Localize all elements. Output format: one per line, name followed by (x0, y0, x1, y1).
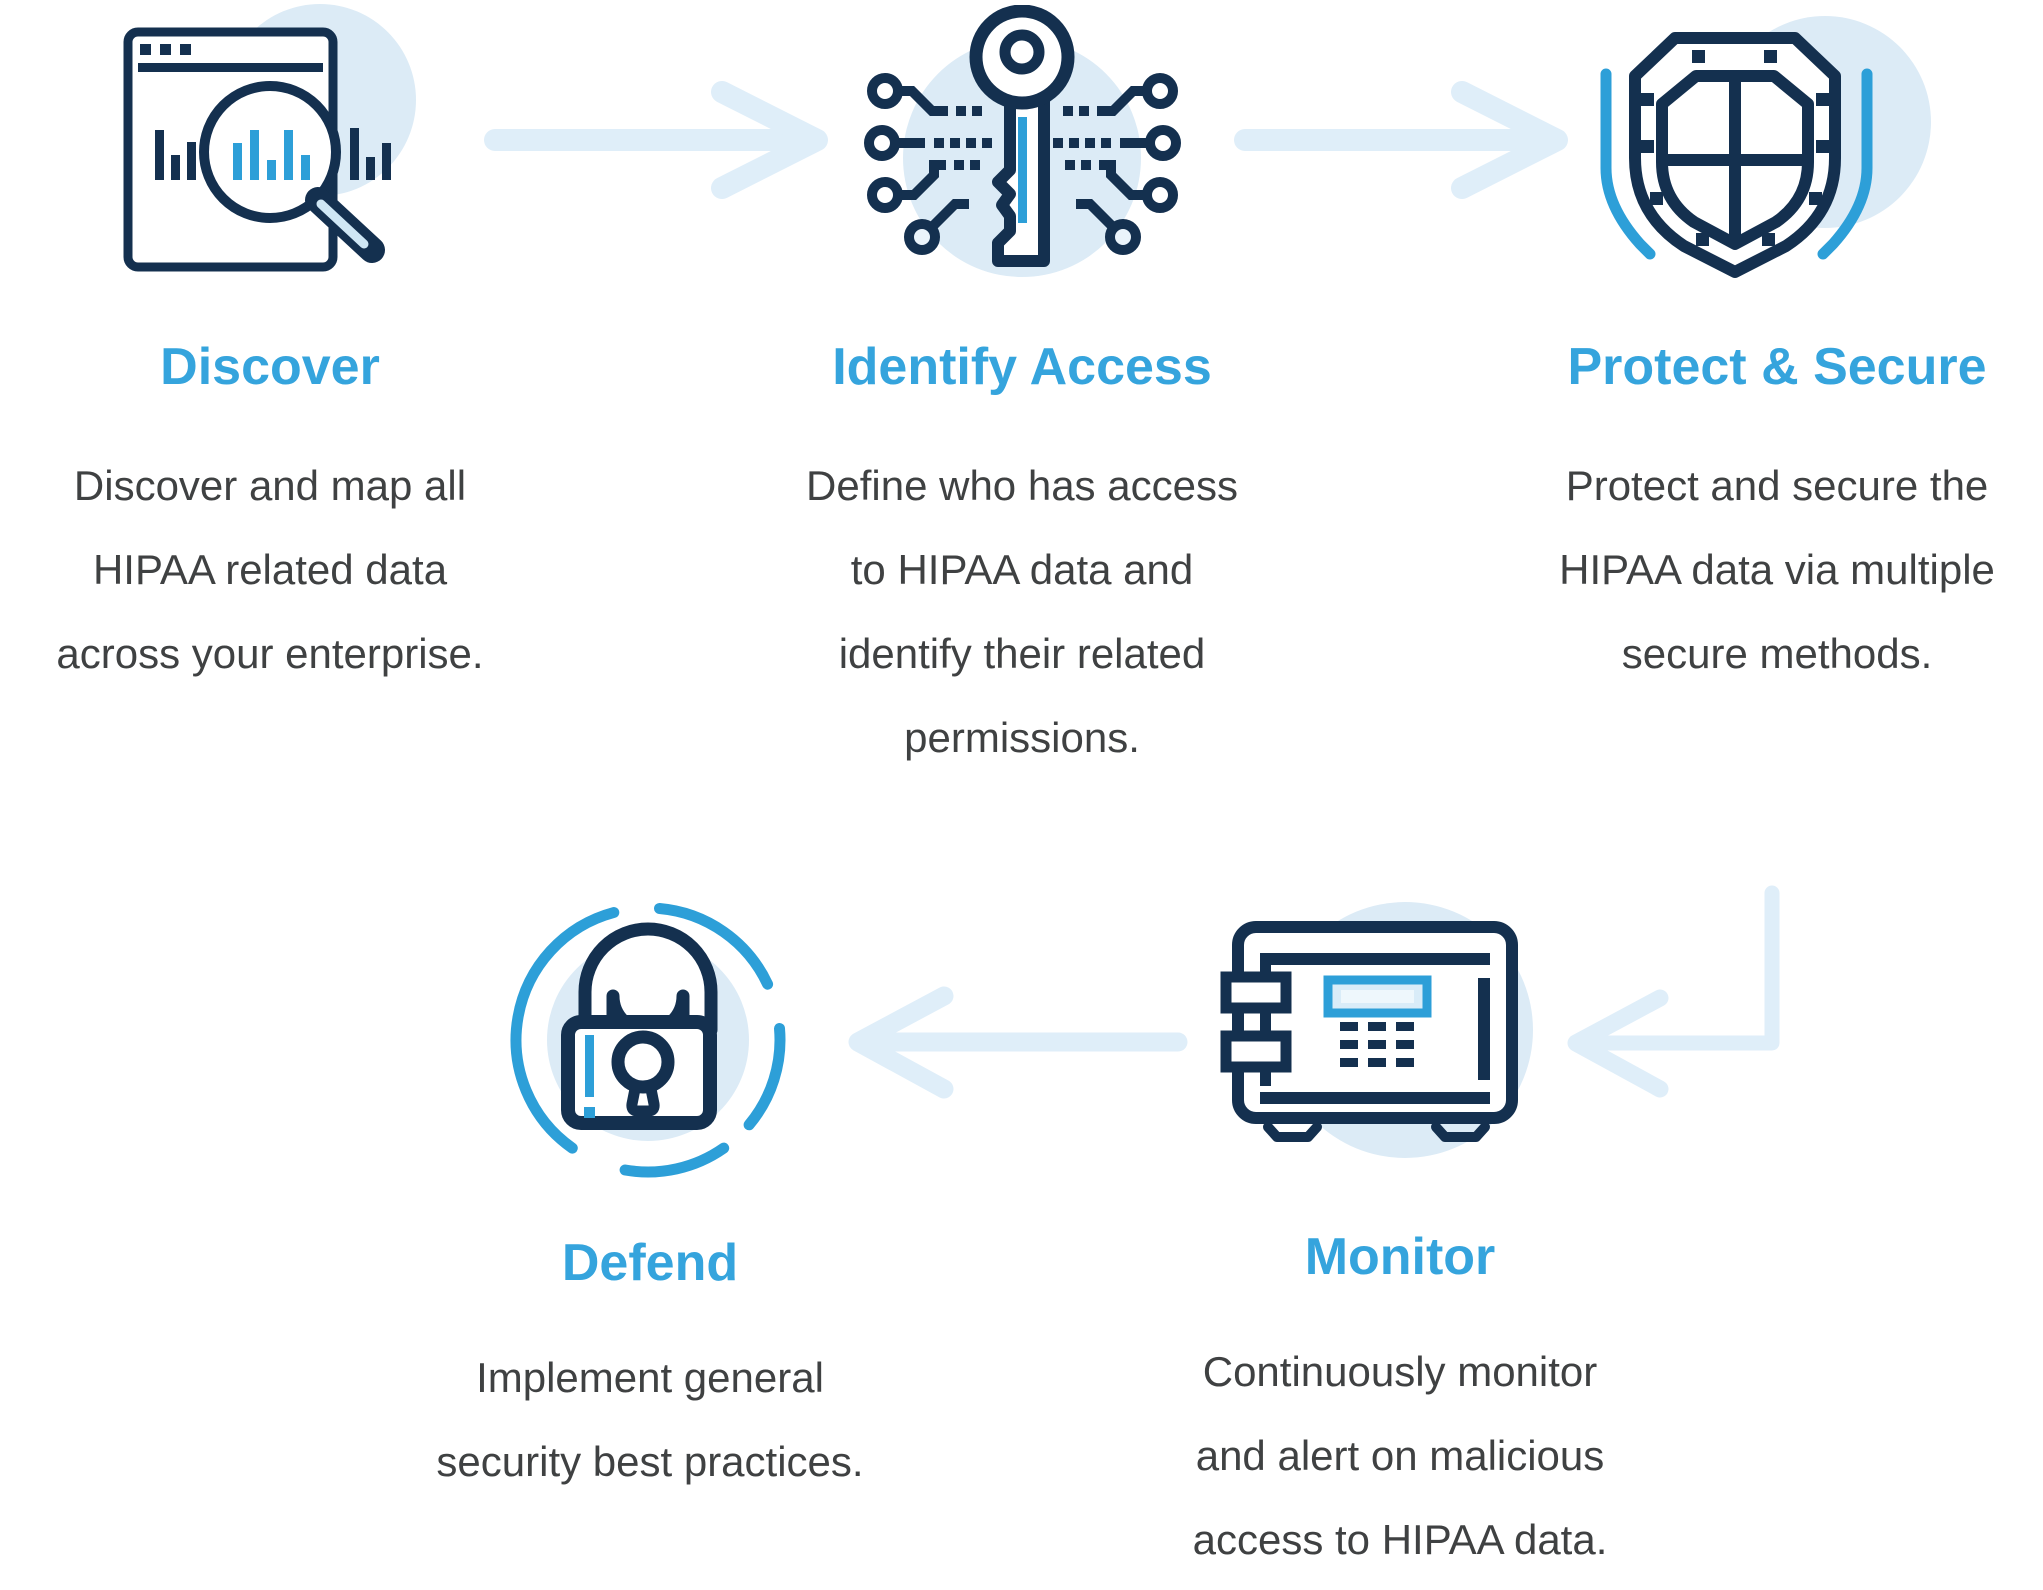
padlock-alert-icon (510, 903, 786, 1178)
step-description-identify-access: Define who has access to HIPAA data and … (752, 444, 1292, 780)
description-line: secure methods. (1621, 630, 1933, 677)
step-description-defend: Implement general security best practice… (380, 1336, 920, 1504)
circuit-traces (864, 73, 1181, 255)
bar-chart-navy-bars (155, 128, 391, 180)
description-line: to HIPAA data and (850, 546, 1194, 593)
safe-door-lines (1260, 953, 1490, 1104)
shield-cross-icon (1600, 16, 1931, 278)
padlock-orbit-arcs (510, 903, 786, 1178)
description-line: security best practices. (436, 1438, 864, 1485)
circuit-dashes (934, 106, 1111, 170)
description-line: Discover and map all (73, 462, 467, 509)
browser-toolbar-dots (138, 44, 323, 72)
description-line: Implement general (476, 1354, 824, 1401)
browser-search-icon (123, 4, 416, 272)
description-line: and alert on malicious (1195, 1432, 1605, 1479)
description-line: permissions. (904, 714, 1140, 761)
step-title-defend: Defend (561, 1234, 739, 1292)
step-description-discover: Discover and map all HIPAA related data … (0, 444, 540, 696)
alert-exclamation (584, 1035, 595, 1118)
description-line: access to HIPAA data. (1192, 1516, 1608, 1563)
description-line: Protect and secure the (1565, 462, 1989, 509)
description-line: across your enterprise. (56, 630, 484, 677)
step-title-discover: Discover (160, 338, 380, 396)
step-title-monitor: Monitor (1304, 1228, 1496, 1286)
safe-hinges (1220, 971, 1292, 1073)
shield-side-brackets (1600, 68, 1873, 260)
description-line: Continuously monitor (1202, 1348, 1598, 1395)
circuit-key-icon (864, 5, 1181, 277)
arrow-monitor-to-defend-icon (848, 986, 1188, 1099)
key-slot (1018, 117, 1027, 223)
step-description-protect-secure: Protect and secure the HIPAA data via mu… (1502, 444, 2043, 696)
shield-rivets (1641, 50, 1829, 246)
arrow-discover-to-identify-icon (484, 81, 828, 199)
safe-vault-icon (1220, 902, 1533, 1158)
description-line: HIPAA related data (92, 546, 448, 593)
arrow-protect-to-monitor-icon (1567, 885, 1780, 1098)
safe-feet (1263, 1122, 1490, 1142)
step-title-identify-access: Identify Access (832, 338, 1212, 396)
description-line: HIPAA data via multiple (1559, 546, 1995, 593)
magnifier-lens (199, 81, 341, 223)
description-line: identify their related (838, 630, 1206, 677)
shield-cross (1662, 76, 1808, 244)
key-head-hole (999, 29, 1045, 75)
magnifier-handle (305, 187, 385, 263)
arrow-identify-to-protect-icon (1234, 81, 1568, 199)
description-line: Define who has access (806, 462, 1238, 509)
safe-display (1323, 975, 1432, 1018)
bar-chart-blue-bars (233, 130, 310, 180)
step-description-monitor: Continuously monitor and alert on malici… (1130, 1330, 1670, 1582)
step-title-protect-secure: Protect & Secure (1567, 338, 1987, 396)
keyhole-circle (611, 1030, 675, 1094)
safe-hinge-spine (1260, 958, 1271, 1086)
safe-keypad (1340, 1022, 1414, 1067)
